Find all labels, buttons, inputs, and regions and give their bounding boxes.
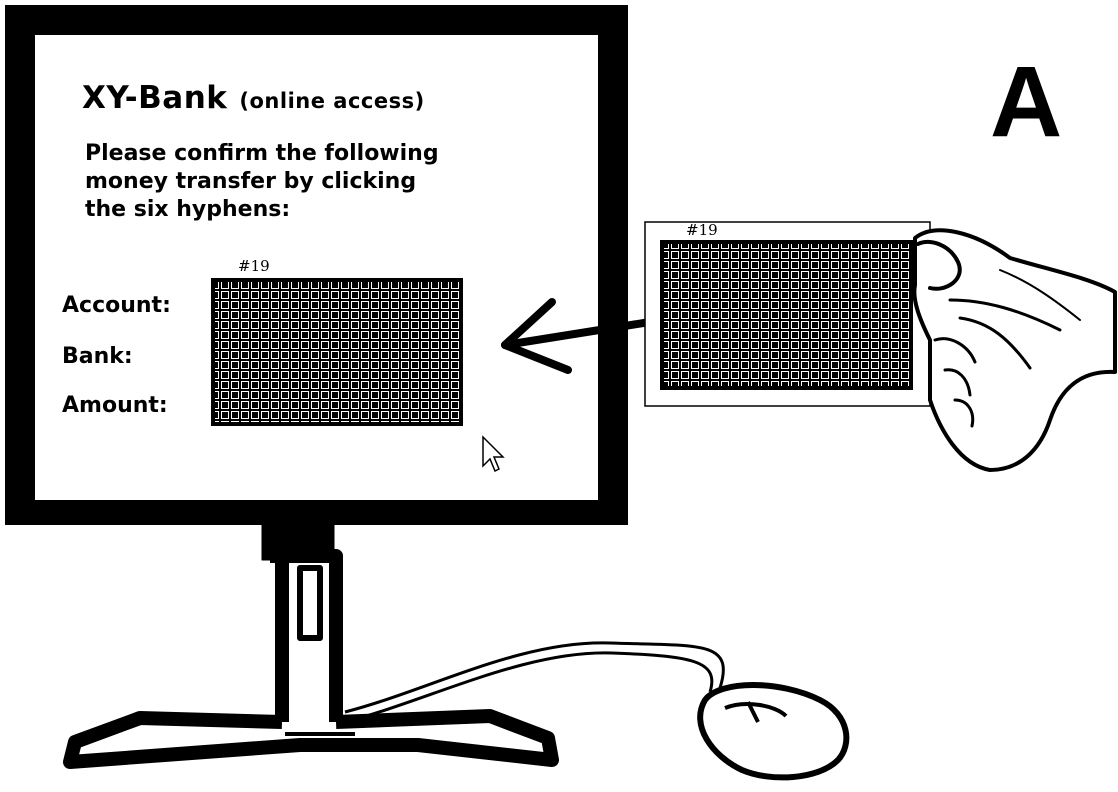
hand-icon <box>914 230 1115 470</box>
instruction-line: money transfer by clicking <box>85 168 485 196</box>
instruction-line: Please confirm the following <box>85 140 485 168</box>
field-label-amount: Amount: <box>62 393 168 418</box>
mouse-cable <box>345 643 723 722</box>
instruction-text: Please confirm the following money trans… <box>85 140 485 224</box>
instruction-line: the six hyphens: <box>85 196 485 224</box>
monitor-stand <box>70 514 552 762</box>
field-label-bank: Bank: <box>62 344 133 369</box>
arrow-left-icon <box>505 302 650 370</box>
grid-card <box>645 222 930 406</box>
field-label-account: Account: <box>62 293 171 318</box>
mouse-icon <box>700 685 846 777</box>
cursor-icon <box>483 437 503 471</box>
screen-grid-card <box>211 278 463 426</box>
panel-label: A <box>990 52 1062 152</box>
screen-grid-id: #19 <box>238 257 270 275</box>
bank-subtitle: (online access) <box>239 89 424 113</box>
card-grid-id: #19 <box>686 221 718 239</box>
bank-title: XY-Bank (online access) <box>82 80 425 116</box>
bank-name: XY-Bank <box>82 80 227 116</box>
